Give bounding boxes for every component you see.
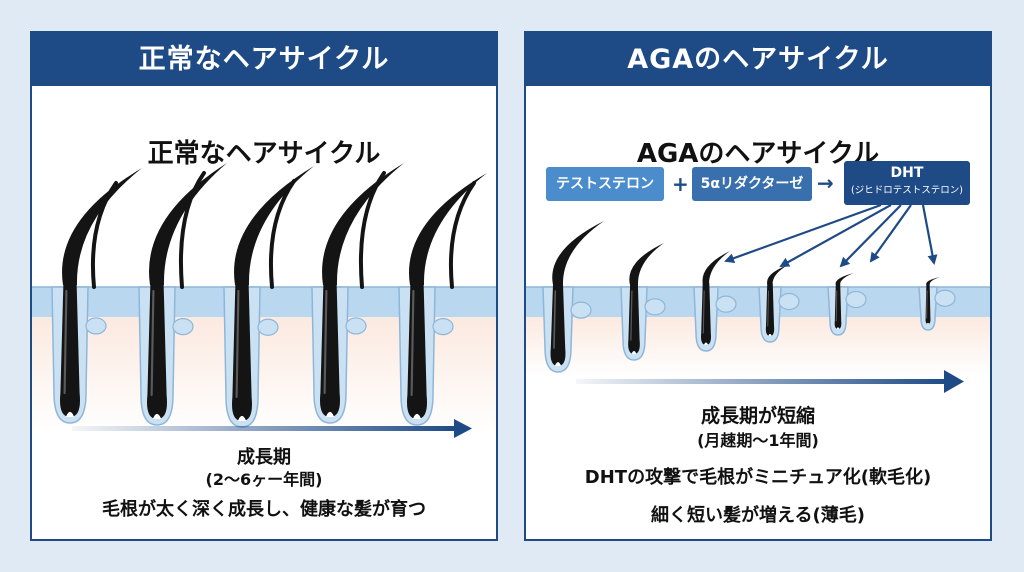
follicle-group <box>542 221 956 373</box>
normal-hair-scene <box>32 163 496 438</box>
hair-strand <box>322 163 404 285</box>
growth-arrow-head <box>454 419 472 438</box>
hair-strand <box>149 163 227 285</box>
shortened-arrow-head <box>944 370 964 393</box>
hair-strand <box>268 179 296 289</box>
hair-strand <box>702 251 730 285</box>
hair-strand <box>767 265 788 285</box>
hair-follicle <box>827 273 867 336</box>
dht-box: DHT (ジヒドロテストステロン) <box>844 161 970 205</box>
hair-strand <box>409 173 487 285</box>
hair-follicle <box>398 173 487 426</box>
hair-follicle <box>51 168 142 424</box>
testosterone-box: テストステロン <box>546 167 664 201</box>
plus-sign: + <box>672 172 689 196</box>
reductase-box: 5αリダクターゼ <box>692 167 812 201</box>
right-description-2: 細く短い髪が増える(薄毛) <box>651 505 865 526</box>
aga-cycle-panel: AGAのヘアサイクル AGAのヘアサイクル テストステロン + 5αリダクターゼ… <box>524 31 992 541</box>
hair-strand <box>835 273 854 285</box>
hair-follicle <box>138 163 227 426</box>
hair-follicle <box>223 166 314 428</box>
right-description-1: DHTの攻撃で毛根がミニチュア化(軟毛化) <box>584 467 932 488</box>
left-phase-duration: (2〜6ヶー年間) <box>205 470 323 489</box>
right-header: AGAのヘアサイクル <box>526 33 990 86</box>
aga-hair-scene <box>526 203 990 393</box>
hair-follicle <box>311 163 404 424</box>
hair-strand <box>926 277 940 285</box>
hair-strand <box>178 171 206 289</box>
left-phase-label: 成長期 <box>237 447 291 468</box>
right-title: AGAのヘアサイクル <box>636 139 880 169</box>
left-header: 正常なヘアサイクル <box>32 33 496 86</box>
dermis-layer <box>526 315 990 377</box>
skin-surface <box>526 287 990 317</box>
left-title: 正常なヘアサイクル <box>147 139 381 169</box>
hair-follicle <box>620 243 666 361</box>
left-description: 毛根が太く深く成長し、健康な髪が育つ <box>102 499 426 520</box>
hair-follicle <box>918 277 956 331</box>
flow-arrow: → <box>817 171 834 195</box>
dht-label: DHT <box>890 165 924 181</box>
hair-follicle <box>542 221 604 373</box>
hair-follicle <box>758 265 800 343</box>
hair-strand <box>234 166 314 285</box>
hair-strand <box>552 221 604 285</box>
shortened-arrow-shaft <box>576 379 948 384</box>
dht-full-label: (ジヒドロテストステロン) <box>851 185 963 196</box>
dht-attack-arrows <box>724 203 938 268</box>
right-phase-label: 成長期が短縮 <box>700 405 815 427</box>
normal-cycle-panel: 正常なヘアサイクル 正常なヘアサイクル 成長期 (2〜6ヶー年間) 毛根が太く深… <box>30 31 498 541</box>
hair-follicle <box>693 251 737 352</box>
follicle-group <box>51 163 487 428</box>
hair-strand <box>62 168 142 285</box>
growth-arrow-shaft <box>72 426 457 431</box>
right-phase-duration: (月趚期〜1年間) <box>697 431 819 450</box>
hair-strand <box>448 181 476 289</box>
hair-strand <box>629 243 664 285</box>
